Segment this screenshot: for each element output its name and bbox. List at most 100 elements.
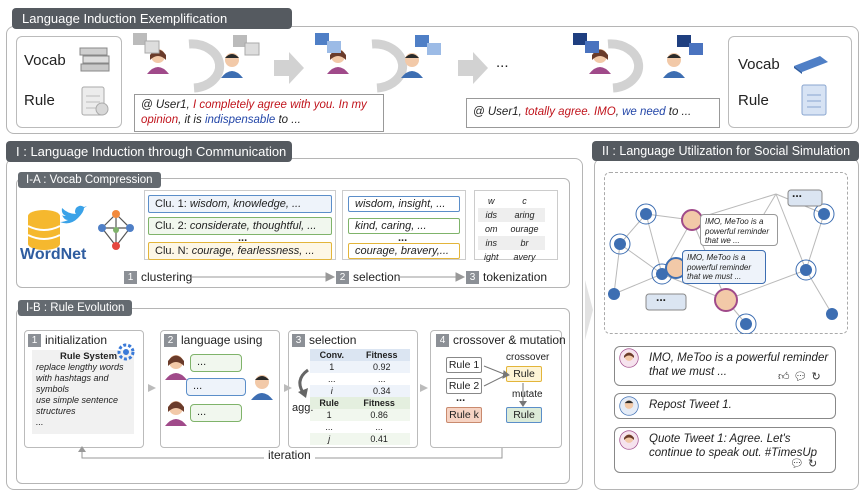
token-row: om ourage [478, 222, 545, 236]
rule-system-title: Rule System [60, 351, 118, 362]
token-table-container [474, 190, 558, 260]
comment-icon[interactable]: 💬︎ [790, 458, 808, 470]
vocab-label: Vocab [738, 56, 780, 73]
tweet-actions: 👍︎💬︎↻ [778, 370, 825, 383]
network-graph-icon [98, 210, 134, 250]
mutated-rule: Rule [506, 407, 542, 423]
twitter-bird-icon [60, 205, 87, 224]
token-cell: ight [484, 252, 499, 262]
message-bubble-1: @ User1, I completely agree with you. In… [134, 94, 384, 132]
crossover-child-rule: Rule [506, 366, 542, 382]
rule-label: Rule [738, 92, 769, 109]
translate-icon [315, 33, 341, 53]
rule-evolution-title: I-B : Rule Evolution [18, 300, 133, 316]
man-avatar-icon [401, 53, 423, 78]
tweet-repost: Repost Tweet 1. [614, 393, 836, 419]
repost-icon[interactable]: ↻ [811, 371, 825, 383]
social-network-area [604, 172, 848, 334]
tweet-post: IMO, MeToo is a powerful reminder that w… [614, 346, 836, 386]
vocab-label: Vocab [24, 52, 66, 69]
rule-system-card [32, 350, 134, 434]
token-row: ins br [478, 236, 545, 250]
chat-bubble: ... [186, 378, 246, 396]
tweet-actions: 💬︎↻ [790, 457, 821, 470]
token-cell: avery [513, 252, 536, 262]
token-row: ight avery [478, 250, 545, 264]
selection-ellipsis: ... [398, 232, 408, 244]
crossover-label: crossover [506, 352, 550, 363]
token-cell: ourage [510, 224, 539, 234]
repost-icon[interactable]: ↻ [807, 458, 822, 470]
token-row: ids aring [478, 208, 545, 222]
transition-arrow [585, 280, 593, 340]
network-bubble-2: IMO, MeToo is a powerful reminder that w… [682, 250, 766, 284]
selection-container [342, 190, 466, 260]
selection-2: kind, caring, ... [348, 218, 460, 234]
translate-icon [233, 35, 260, 56]
comment-icon[interactable]: 💬︎ [793, 371, 812, 383]
like-icon[interactable]: 👍︎ [778, 371, 794, 383]
network-bubble-1: IMO, MeToo is a powerful reminder that w… [700, 214, 778, 246]
wordnet-label: WordNet [20, 246, 87, 263]
man-avatar-icon [251, 375, 273, 400]
rule-list: replace lengthy words with hashtags and … [36, 362, 132, 428]
selection-n: courage, bravery,... [348, 243, 460, 259]
crossover-arrows [483, 365, 510, 387]
translate-icon [573, 33, 599, 53]
translate-icon [677, 35, 703, 55]
network-dots: ... [792, 186, 803, 200]
mutate-arrow [519, 383, 527, 407]
gear-icon [117, 343, 135, 361]
flow-arrows [148, 384, 428, 392]
rule-item: use simple sentence structures [36, 395, 119, 416]
exemplification-title: Language Induction Exemplification [12, 8, 292, 29]
part2-title: II : Language Utilization for Social Sim… [592, 141, 859, 161]
message-bubble-2: @ User1, totally agree. IMO, we need to … [466, 98, 720, 128]
token-cell: ids [485, 210, 498, 220]
man-avatar-icon [221, 53, 243, 78]
final-vocab-rule-box [728, 36, 852, 128]
parent-rule-1: Rule 1 [446, 357, 482, 373]
rule-item: ... [36, 417, 44, 427]
database-icon [27, 210, 61, 250]
man-avatar-icon [663, 53, 685, 78]
token-cell: w [488, 196, 495, 206]
cluster-1: Clu. 1: wisdom, knowledge, ... [148, 195, 332, 213]
parent-rule-k: Rule k [446, 407, 482, 423]
parent-rule-2: Rule 2 [446, 378, 482, 394]
books-icon [79, 47, 110, 72]
token-cell: c [522, 196, 527, 206]
man-avatar-icon [619, 396, 639, 416]
woman-avatar-icon [165, 355, 187, 380]
vocab-compression-title: I-A : Vocab Compression [18, 172, 161, 188]
network-dots: ... [656, 290, 667, 304]
token-cell: br [520, 238, 529, 248]
token-cell: aring [514, 210, 535, 220]
woman-avatar-icon [619, 348, 639, 368]
token-cell: om [485, 224, 498, 234]
rule-document-icon [81, 86, 109, 116]
translate-icon [415, 35, 441, 55]
selection-box [288, 330, 418, 448]
rule-item: replace lengthy words with hashtags and … [36, 362, 124, 394]
ellipsis: ... [496, 54, 509, 71]
aggregate-label: agg. [292, 402, 314, 414]
woman-avatar-icon [165, 401, 187, 426]
tweet-quote: Quote Tweet 1: Agree. Let's continue to … [614, 427, 836, 473]
selection-1: wisdom, insight, ... [348, 196, 460, 212]
token-cell: ins [485, 238, 498, 248]
step-arrows [192, 272, 466, 282]
woman-avatar-icon [619, 430, 639, 450]
parent-rule-ellipsis: ... [456, 392, 466, 404]
cluster-2: Clu. 2: considerate, thoughtful, ... [148, 217, 332, 235]
mutate-label: mutate [512, 389, 543, 400]
